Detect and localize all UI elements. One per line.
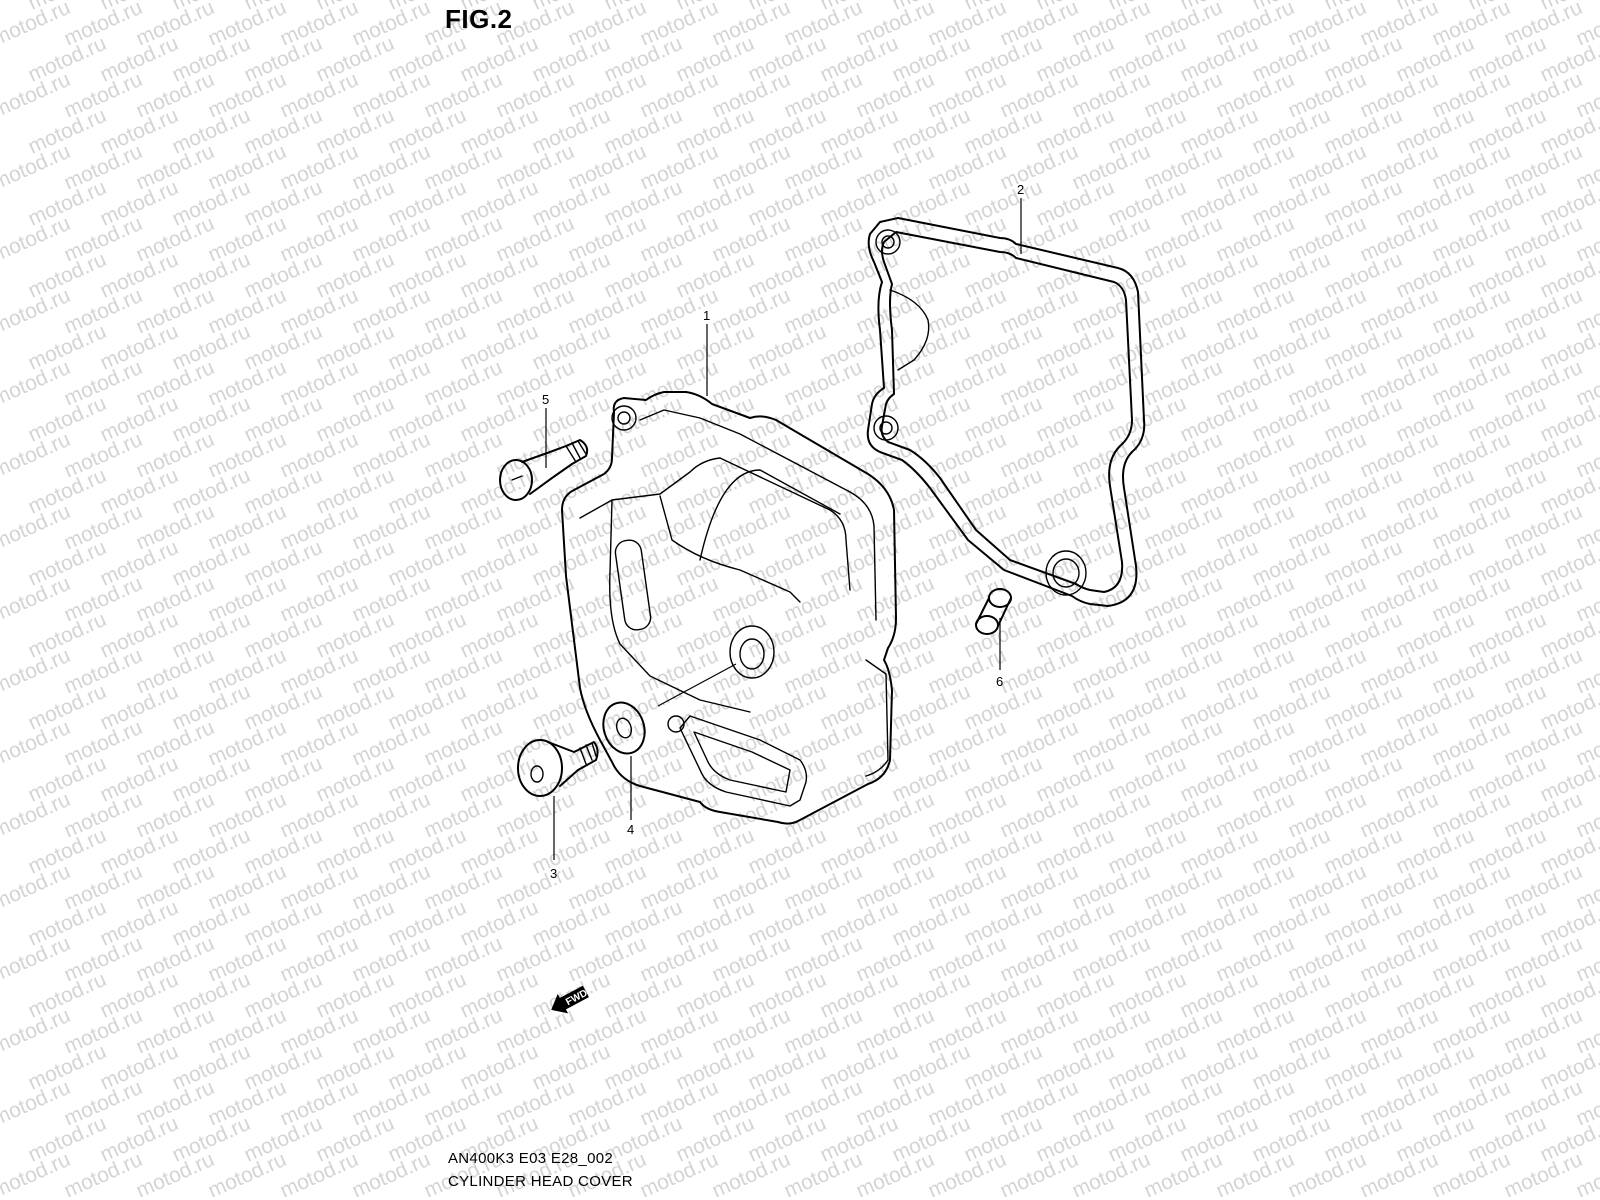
- part-label-4: 4: [627, 822, 634, 837]
- part-label-5: 5: [542, 392, 549, 407]
- figure-title: FIG.2: [445, 4, 513, 34]
- figure-code: AN400K3 E03 E28_002: [448, 1150, 613, 1167]
- figure-name: CYLINDER HEAD COVER: [448, 1173, 633, 1190]
- part-label-3: 3: [550, 866, 557, 881]
- part-label-1: 1: [703, 308, 710, 323]
- watermark-text: motod.ru: [0, 0, 74, 51]
- part-label-6: 6: [996, 674, 1003, 689]
- part-label-2: 2: [1017, 182, 1024, 197]
